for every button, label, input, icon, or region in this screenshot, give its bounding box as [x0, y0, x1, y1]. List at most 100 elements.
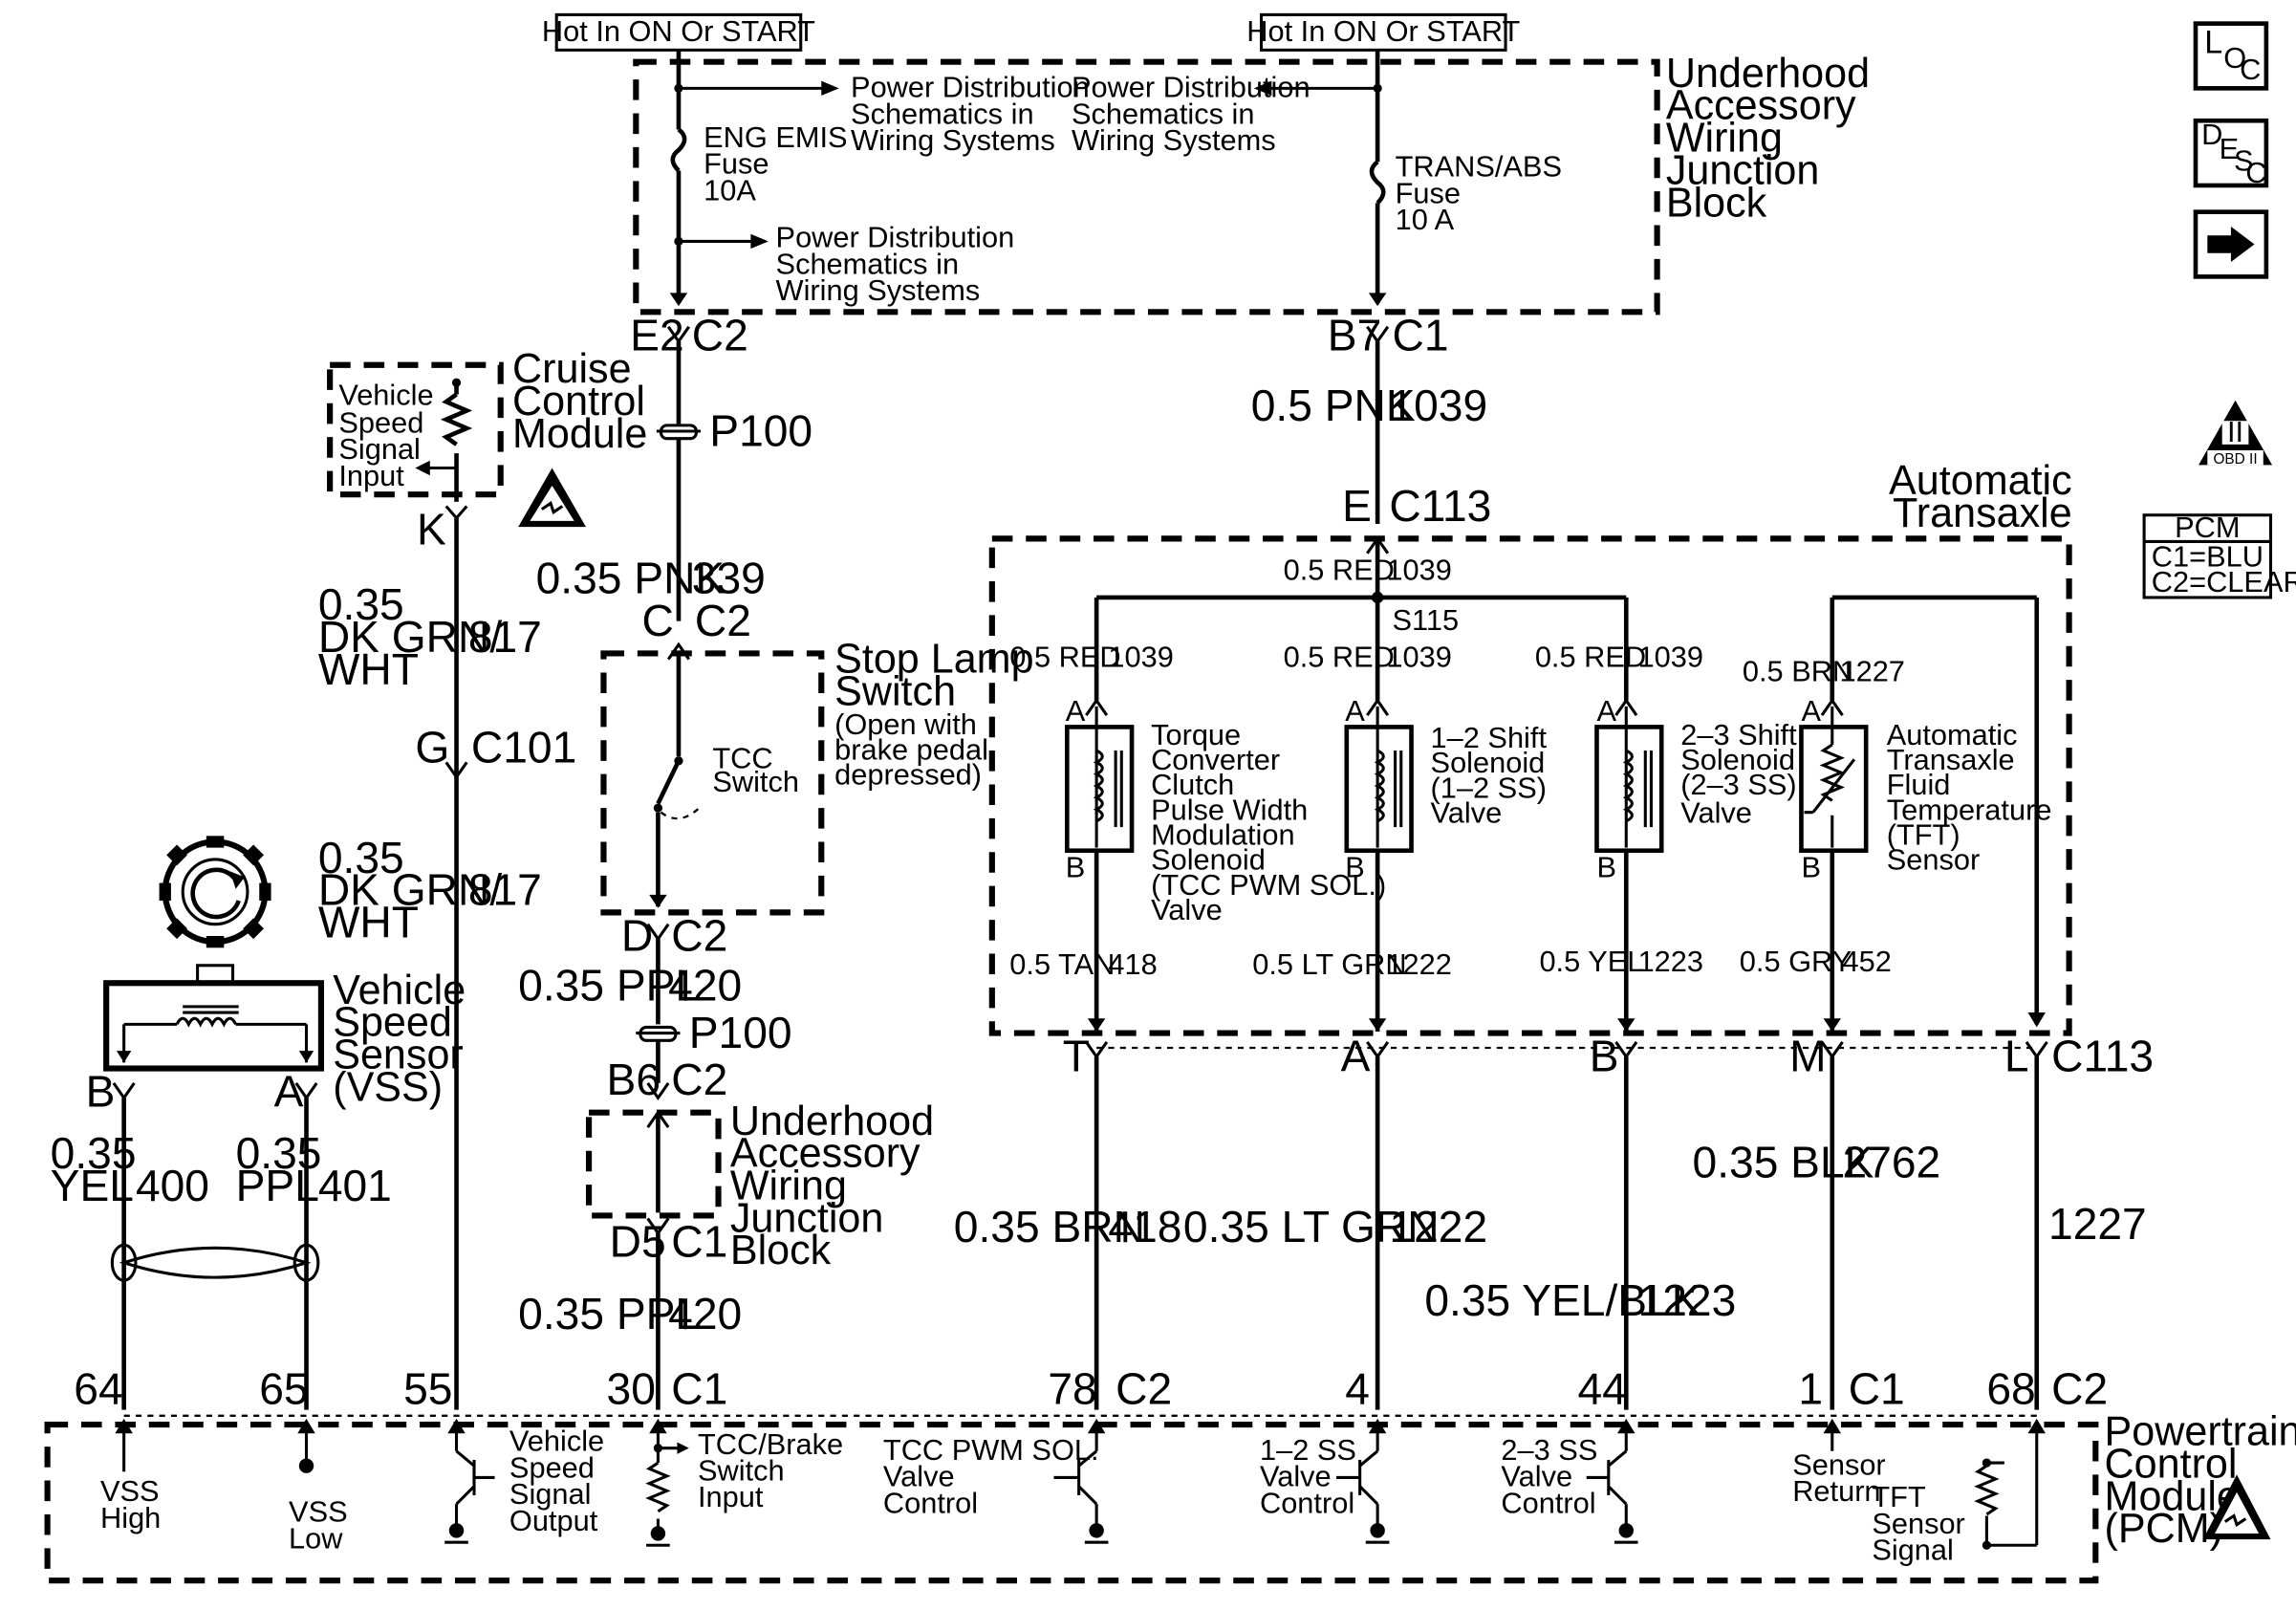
- svg-text:C: C: [2245, 156, 2266, 189]
- svg-text:A: A: [274, 1067, 304, 1117]
- svg-text:Signal: Signal: [1872, 1534, 1954, 1567]
- svg-text:C113: C113: [2051, 1032, 2154, 1081]
- c113-bottom: T A B M L C113 0.35 BLK 2762 1227 0.35 B…: [954, 1032, 2154, 1414]
- svg-text:0.5 TAN: 0.5 TAN: [1009, 947, 1115, 981]
- svg-text:Stop Lamp: Stop Lamp: [834, 636, 1033, 682]
- svg-text:0.5 GRY: 0.5 GRY: [1740, 945, 1852, 978]
- next-arrow-icon[interactable]: [2193, 209, 2269, 279]
- svg-text:0.5 BRN: 0.5 BRN: [1743, 655, 1853, 688]
- svg-text:(PCM): (PCM): [2105, 1506, 2223, 1552]
- svg-text:0.35 BRN: 0.35 BRN: [954, 1202, 1145, 1251]
- svg-text:1039: 1039: [1386, 553, 1451, 586]
- svg-text:O: O: [2223, 41, 2246, 75]
- svg-text:Junction: Junction: [1666, 147, 1820, 193]
- eng-emis-circuit: Power Distribution Schematics in Wiring …: [669, 50, 1090, 307]
- svg-text:C101: C101: [471, 722, 576, 772]
- svg-text:10 A: 10 A: [1396, 203, 1455, 236]
- svg-text:depressed): depressed): [834, 757, 982, 791]
- svg-text:Valve: Valve: [1151, 893, 1223, 926]
- svg-text:brake pedal: brake pedal: [834, 732, 988, 766]
- svg-text:Control: Control: [1260, 1486, 1354, 1519]
- svg-text:1227: 1227: [1839, 655, 1904, 688]
- svg-text:Fuse: Fuse: [704, 147, 769, 181]
- svg-text:817: 817: [468, 612, 542, 662]
- stop-lamp-switch-internal: TCC Switch: [649, 642, 799, 908]
- svg-text:400: 400: [136, 1161, 209, 1210]
- svg-text:Schematics in: Schematics in: [1072, 97, 1255, 130]
- svg-text:C1: C1: [671, 1363, 727, 1413]
- description-icon[interactable]: D E S C: [2193, 118, 2269, 189]
- svg-text:0.35 PNK: 0.35 PNK: [536, 553, 726, 602]
- automatic-transaxle: [988, 535, 2072, 1036]
- vss-gear-icon: [159, 836, 271, 948]
- svg-text:High: High: [100, 1501, 161, 1534]
- svg-text:817: 817: [468, 865, 542, 915]
- cruise-control-internal: Vehicle Speed Signal Input: [338, 378, 473, 502]
- svg-text:B: B: [1345, 850, 1365, 883]
- stop-lamp-switch-label: Stop Lamp Switch (Open with brake pedal …: [834, 636, 1033, 791]
- svg-text:WHT: WHT: [318, 898, 419, 947]
- svg-text:10A: 10A: [704, 173, 756, 207]
- svg-text:Accessory: Accessory: [730, 1131, 921, 1177]
- svg-text:Speed: Speed: [333, 1000, 452, 1046]
- svg-text:1227: 1227: [2048, 1199, 2147, 1249]
- svg-text:(2–3 SS): (2–3 SS): [1680, 768, 1796, 801]
- svg-text:Automatic: Automatic: [1889, 458, 2072, 504]
- svg-text:Wiring: Wiring: [1666, 116, 1783, 162]
- svg-text:68: 68: [1986, 1363, 2035, 1413]
- pcm-esd-icon: [2202, 1474, 2271, 1540]
- svg-text:Sensor: Sensor: [1792, 1447, 1885, 1481]
- svg-text:VSS: VSS: [100, 1474, 160, 1508]
- svg-text:Valve: Valve: [1680, 795, 1752, 829]
- svg-text:0.5 RED: 0.5 RED: [1284, 640, 1395, 673]
- svg-text:0.5 RED: 0.5 RED: [1284, 553, 1395, 586]
- svg-text:0.35 YEL/BLK: 0.35 YEL/BLK: [1424, 1275, 1700, 1325]
- svg-text:1–2 SS: 1–2 SS: [1260, 1433, 1356, 1467]
- tcc-brake-wire: D C2 0.35 PPL 420 P100 B6 C2 D5 C1 0.35 …: [518, 910, 791, 1413]
- svg-text:T: T: [1063, 1032, 1090, 1081]
- pcm-tcc-pwm-driver: TCC PWM SOL. Valve Control: [883, 1425, 1109, 1544]
- svg-text:C1: C1: [671, 1217, 727, 1267]
- svg-text:C113: C113: [1389, 481, 1491, 531]
- svg-text:1222: 1222: [1389, 1202, 1487, 1251]
- svg-text:Power Distribution: Power Distribution: [776, 221, 1015, 254]
- svg-text:B6: B6: [607, 1055, 661, 1104]
- svg-text:Control: Control: [512, 379, 645, 424]
- svg-text:PCM: PCM: [2175, 511, 2240, 544]
- svg-text:(Open with: (Open with: [834, 707, 977, 741]
- svg-text:1039: 1039: [1638, 640, 1703, 673]
- svg-text:452: 452: [1843, 945, 1892, 978]
- svg-text:C2: C2: [692, 310, 748, 359]
- svg-text:C2=CLEAR: C2=CLEAR: [2152, 565, 2296, 598]
- svg-text:Fuse: Fuse: [1396, 176, 1461, 209]
- svg-text:A: A: [1066, 694, 1086, 728]
- svg-text:0.35 BLK: 0.35 BLK: [1693, 1137, 1874, 1186]
- svg-text:A: A: [1596, 694, 1616, 728]
- svg-text:D: D: [2201, 118, 2222, 151]
- svg-text:Block: Block: [730, 1228, 832, 1273]
- svg-text:A: A: [1341, 1032, 1371, 1081]
- svg-text:OBD II: OBD II: [2213, 451, 2257, 468]
- svg-text:C: C: [641, 596, 673, 645]
- svg-text:TCC PWM SOL.: TCC PWM SOL.: [883, 1433, 1099, 1467]
- svg-text:D: D: [621, 910, 653, 960]
- svg-text:0.5 YEL: 0.5 YEL: [1539, 945, 1643, 978]
- svg-text:0.35: 0.35: [318, 833, 404, 882]
- svg-text:Cruise: Cruise: [512, 346, 632, 392]
- transaxle-wire-labels: 0.5 TAN 418 0.5 LT GRN 1222 0.5 YEL 1223…: [1009, 945, 1892, 981]
- svg-text:Solenoid: Solenoid: [1151, 843, 1266, 877]
- svg-text:64: 64: [74, 1363, 122, 1413]
- svg-text:TFT: TFT: [1872, 1480, 1926, 1513]
- pcm-tcc-brake-input: TCC/Brake Switch Input: [645, 1425, 843, 1547]
- svg-text:0.35 PPL: 0.35 PPL: [518, 961, 700, 1011]
- location-icon[interactable]: L O C: [2193, 21, 2269, 91]
- svg-text:A: A: [1801, 694, 1821, 728]
- vss-label: Vehicle Speed Sensor (VSS): [333, 968, 466, 1111]
- svg-text:C1: C1: [1849, 1363, 1905, 1413]
- svg-text:Module: Module: [512, 411, 647, 457]
- svg-text:0.35 PPL: 0.35 PPL: [518, 1289, 700, 1338]
- svg-text:1223: 1223: [1638, 945, 1703, 978]
- svg-text:Wiring: Wiring: [730, 1164, 847, 1209]
- underhood-block-top-label: Underhood Accessory Wiring Junction Bloc…: [1666, 51, 1870, 226]
